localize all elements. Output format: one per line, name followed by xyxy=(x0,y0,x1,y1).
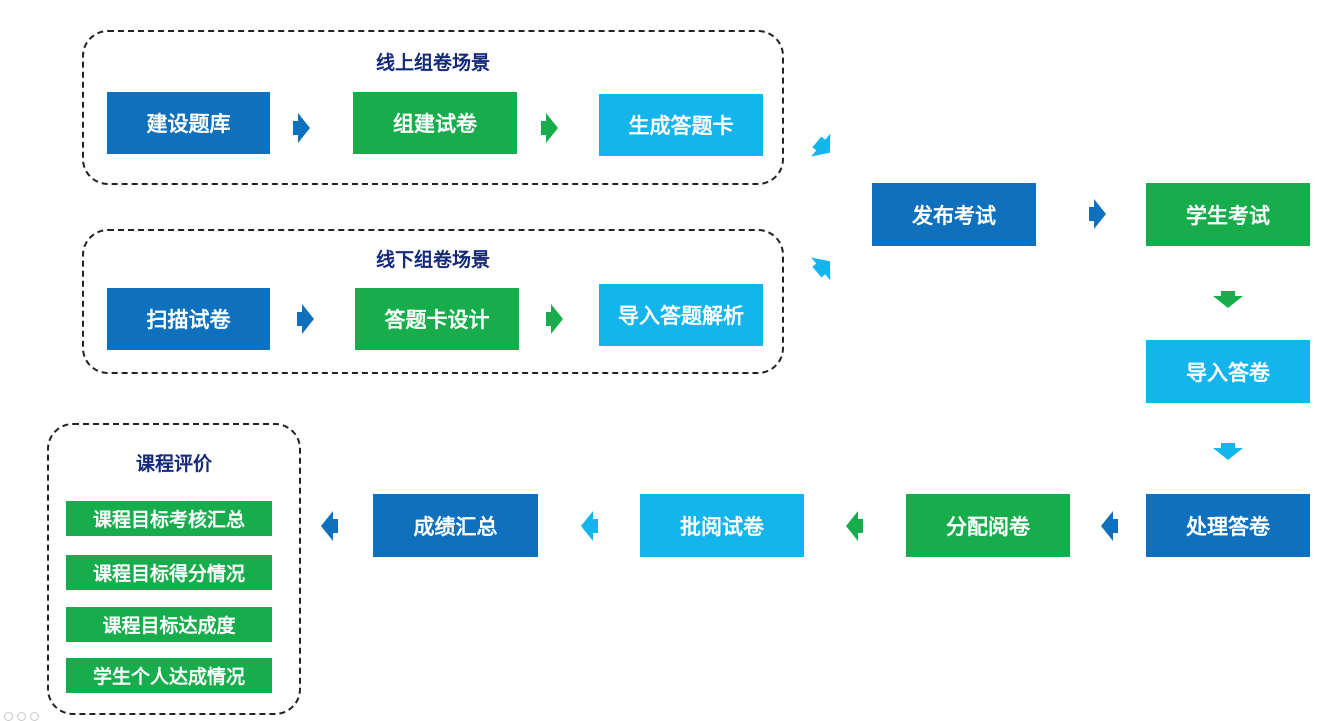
assemble-paper-box: 组建试卷 xyxy=(353,92,517,154)
down-arrow-icon xyxy=(1213,443,1243,460)
down-arrow-icon xyxy=(1213,291,1243,308)
right-arrow-icon xyxy=(297,304,314,334)
slide-control-dot xyxy=(17,712,26,721)
evaluation-item-4: 学生个人达成情况 xyxy=(66,658,272,693)
left-arrow-icon xyxy=(581,511,598,541)
offline-scenario-group: 线下组卷场景 xyxy=(82,229,784,374)
left-arrow-icon xyxy=(1101,511,1118,541)
import-answer-sheets-box: 导入答卷 xyxy=(1146,340,1310,403)
left-arrow-icon xyxy=(846,511,863,541)
grade-papers-box: 批阅试卷 xyxy=(640,494,804,557)
right-arrow-icon xyxy=(293,113,310,143)
process-answer-sheets-box: 处理答卷 xyxy=(1146,494,1310,557)
slide-control-dot xyxy=(30,712,39,721)
left-arrow-icon xyxy=(321,511,338,541)
evaluation-item-2: 课程目标得分情况 xyxy=(66,555,272,590)
answer-card-design-box: 答题卡设计 xyxy=(355,288,519,350)
student-exam-box: 学生考试 xyxy=(1146,183,1310,246)
right-arrow-icon xyxy=(1089,199,1106,229)
right-arrow-icon xyxy=(546,304,563,334)
evaluation-item-1: 课程目标考核汇总 xyxy=(66,501,272,536)
course-evaluation-title: 课程评价 xyxy=(135,453,212,475)
right-arrow-icon xyxy=(541,113,558,143)
course-evaluation-group: 课程评价 xyxy=(47,423,301,715)
evaluation-item-3: 课程目标达成度 xyxy=(66,607,272,642)
online-scenario-title: 线上组卷场景 xyxy=(375,52,490,74)
offline-scenario-title: 线下组卷场景 xyxy=(375,249,490,271)
score-summary-box: 成绩汇总 xyxy=(373,494,538,557)
diagonal-up-arrow-icon xyxy=(807,249,840,284)
generate-answer-card-box: 生成答题卡 xyxy=(599,94,763,156)
diagonal-down-arrow-icon xyxy=(807,130,840,165)
online-scenario-group: 线上组卷场景 xyxy=(82,30,784,185)
slide-control-dot xyxy=(4,712,13,721)
build-question-bank-box: 建设题库 xyxy=(107,92,270,154)
import-answer-analysis-box: 导入答题解析 xyxy=(599,284,763,346)
publish-exam-box: 发布考试 xyxy=(872,183,1036,246)
scan-paper-box: 扫描试卷 xyxy=(107,288,270,350)
assign-grading-box: 分配阅卷 xyxy=(906,494,1070,557)
